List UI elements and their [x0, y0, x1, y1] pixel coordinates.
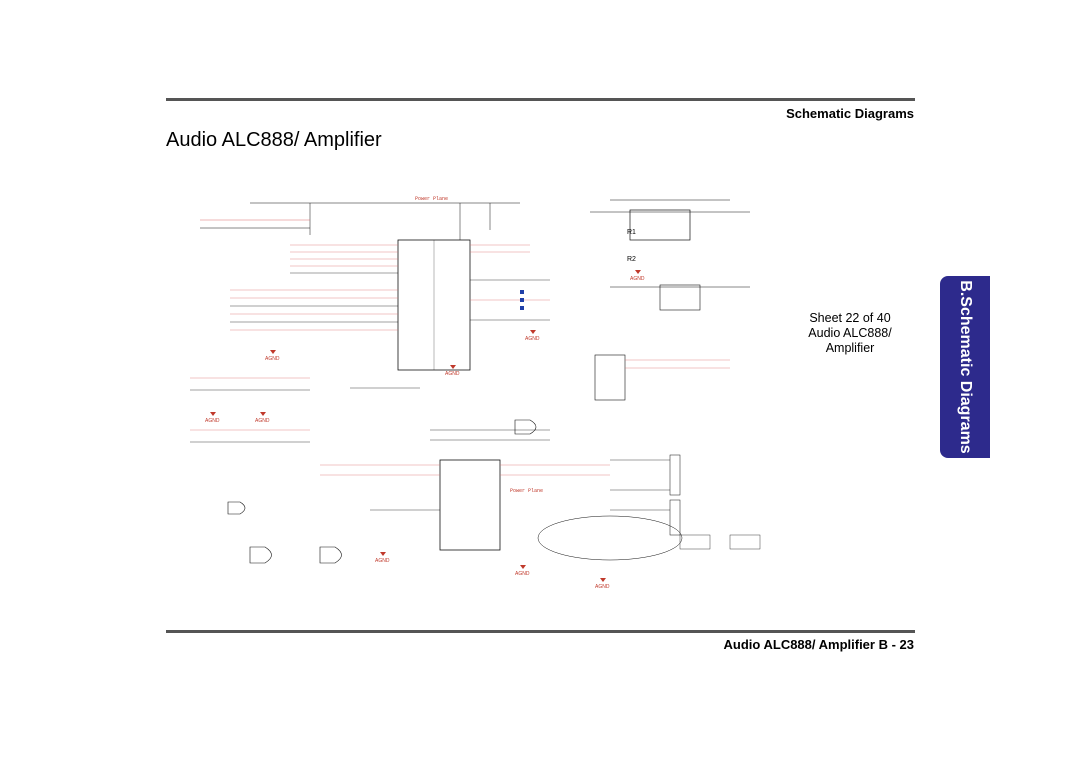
section-label: Schematic Diagrams [786, 106, 914, 121]
ground-label: AGND [265, 356, 280, 362]
regulator-ic [629, 209, 691, 241]
ref-r2: R2 [627, 256, 636, 263]
ground-label: AGND [375, 558, 390, 564]
amplifier-ic [439, 459, 501, 551]
ground-label: AGND [525, 336, 540, 342]
ground-label: AGND [255, 418, 270, 424]
footer-page-label: Audio ALC888/ Amplifier B - 23 [723, 637, 914, 652]
ground-label: AGND [515, 571, 530, 577]
sheet-info: Sheet 22 of 40 Audio ALC888/ Amplifier [795, 311, 905, 356]
schematic-drawing: Power Plane R1 R2 Power Plane [190, 196, 761, 590]
side-tab-label: B.Schematic Diagrams [957, 280, 974, 454]
header-rule [166, 98, 915, 101]
ref-r1: R1 [627, 229, 636, 236]
sheet-title-line2: Amplifier [825, 341, 875, 355]
power-plane-label-top: Power Plane [415, 196, 448, 202]
ground-label: AGND [630, 276, 645, 282]
ground-label: AGND [205, 418, 220, 424]
ground-label: AGND [595, 584, 610, 590]
ground-label: AGND [445, 371, 460, 377]
side-tab: B.Schematic Diagrams [940, 276, 990, 458]
sheet-number: Sheet 22 of 40 [809, 311, 891, 325]
sheet-title-line1: Audio ALC888/ [808, 326, 892, 340]
footer-rule [166, 630, 915, 633]
page-title: Audio ALC888/ Amplifier [166, 129, 382, 151]
power-plane-label-bottom: Power Plane [510, 488, 543, 494]
